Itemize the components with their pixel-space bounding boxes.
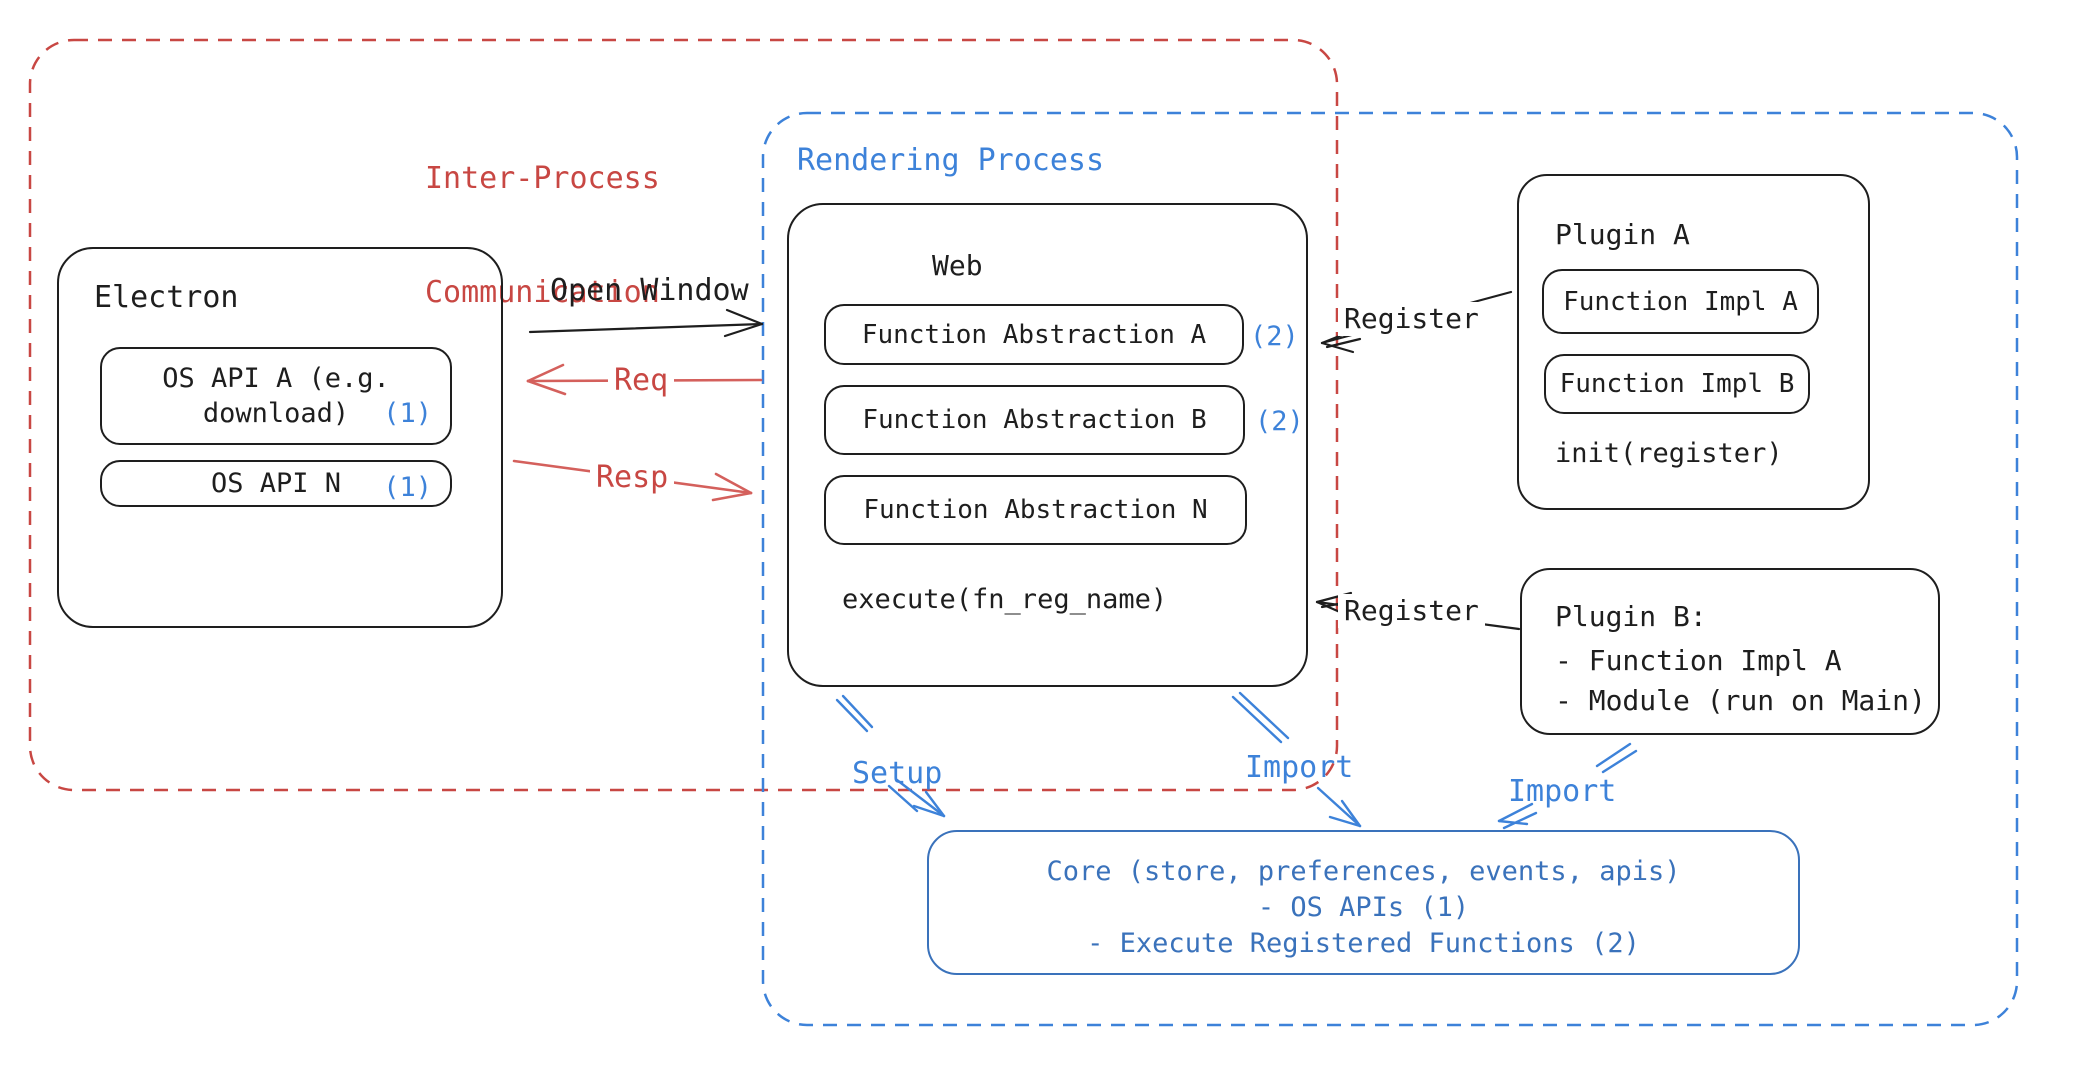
req-label: Req (608, 362, 675, 400)
function-abstraction-a-box: Function Abstraction A (824, 304, 1244, 365)
core-box: Core (store, preferences, events, apis) … (927, 830, 1800, 975)
plugin-b-item-impl-a: - Function Impl A (1555, 644, 1842, 677)
register-b-label: Register (1338, 594, 1485, 628)
core-line1: Core (store, preferences, events, apis) (1046, 856, 1681, 887)
function-abstraction-a-badge: (2) (1250, 321, 1299, 352)
web-title: Web (932, 249, 983, 282)
execute-label: execute(fn_reg_name) (842, 584, 1168, 615)
electron-title: Electron (94, 280, 239, 315)
core-line3: - Execute Registered Functions (2) (1087, 928, 1640, 959)
register-a-label: Register (1338, 302, 1485, 336)
os-api-a-badge: (1) (383, 398, 432, 429)
os-api-a-box: OS API A (e.g. download) (1) (100, 347, 452, 445)
os-api-n-label: OS API N (210, 468, 342, 499)
plugin-a-init-label: init(register) (1555, 438, 1783, 469)
setup-label: Setup (852, 756, 943, 791)
ipc-region-label: Inter-Process Communication (425, 84, 660, 388)
web-box: Web Function Abstraction A (2) Function … (787, 203, 1308, 687)
os-api-a-line1: OS API A (e.g. (162, 363, 390, 394)
rendering-region-label: Rendering Process (797, 143, 1105, 178)
function-abstraction-n-box: Function Abstraction N (824, 475, 1247, 545)
plugin-b-box: Plugin B: - Function Impl A - Module (ru… (1520, 568, 1940, 735)
electron-box: Electron OS API A (e.g. download) (1) OS… (57, 247, 503, 628)
ipc-region-label-line2: Communication (425, 275, 660, 310)
open-window-label: Open Window (550, 273, 749, 308)
plugin-b-title: Plugin B: (1555, 600, 1707, 633)
function-abstraction-b-badge: (2) (1255, 406, 1304, 437)
plugin-b-item-module: - Module (run on Main) (1555, 684, 1926, 717)
import-web-label: Import (1245, 750, 1354, 785)
function-abstraction-b-box: Function Abstraction B (824, 385, 1245, 455)
os-api-a-line2: download) (202, 398, 350, 429)
os-api-n-box: OS API N (1) (100, 460, 452, 507)
core-line2: - OS APIs (1) (1257, 892, 1470, 923)
function-impl-b-box: Function Impl B (1544, 354, 1810, 414)
ipc-region-label-line1: Inter-Process (425, 161, 660, 196)
os-api-n-badge: (1) (383, 472, 432, 503)
import-plugin-label: Import (1508, 774, 1617, 809)
function-impl-a-box: Function Impl A (1542, 269, 1819, 334)
plugin-a-title: Plugin A (1555, 218, 1690, 251)
plugin-a-box: Plugin A Function Impl A Function Impl B… (1517, 174, 1870, 510)
resp-label: Resp (590, 459, 675, 497)
